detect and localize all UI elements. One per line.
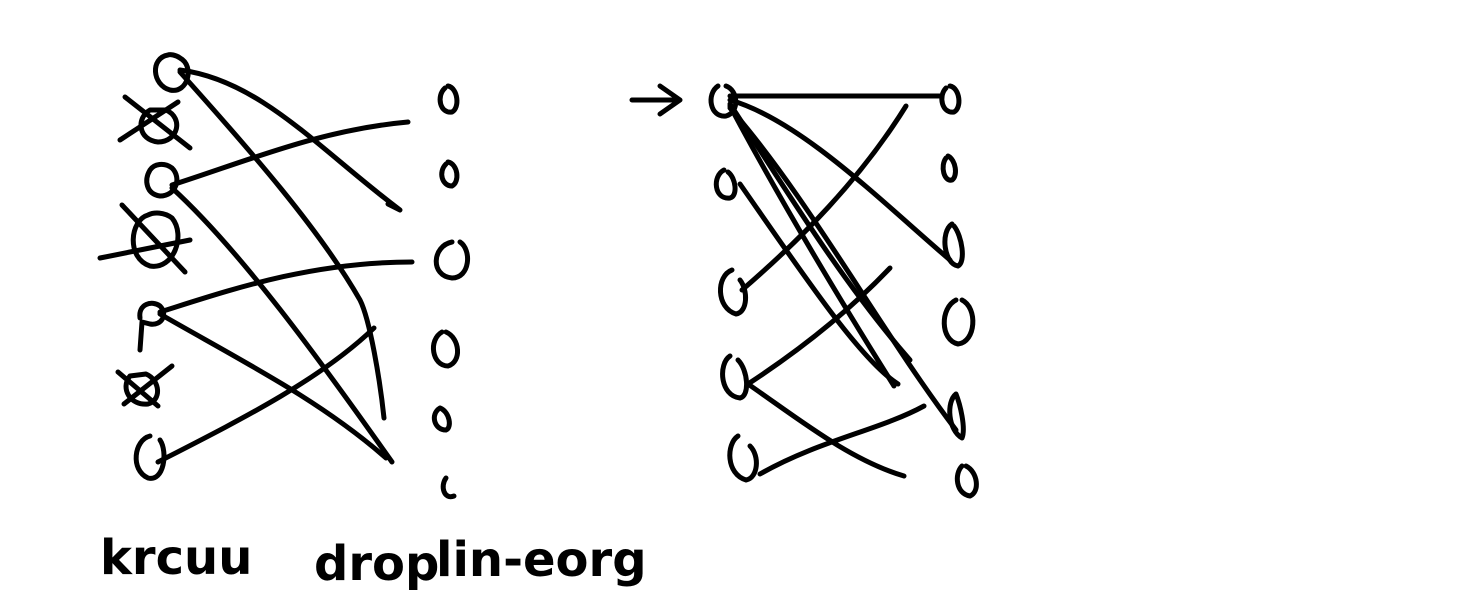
right-graph-node-c3 (718, 267, 748, 317)
right-graph-edge (745, 265, 893, 387)
caption-word-1: krcuu (100, 530, 252, 586)
right-arrow-icon (629, 83, 683, 117)
left-graph-node-a2-cross (117, 94, 193, 151)
left-graph (97, 52, 470, 500)
caption: krcuu drop lin-eorg (100, 530, 647, 592)
left-graph-edge (169, 119, 411, 188)
right-graph-node-c4 (720, 353, 749, 401)
left-graph-node-b6 (440, 475, 457, 500)
left-graph-node-b1 (437, 83, 460, 115)
right-graph-node-c2 (713, 167, 738, 201)
right-graph-edge (739, 103, 909, 293)
left-graph-node-b5 (431, 405, 452, 433)
left-graph-edge (157, 311, 389, 461)
left-graph-node-b4 (431, 329, 460, 369)
right-graph-node-d3 (942, 221, 965, 269)
right-graph-edge (745, 381, 907, 479)
left-graph-node-a4-cross (97, 202, 193, 275)
left-graph-node-b3 (433, 239, 470, 281)
right-graph-node-d6 (954, 463, 979, 499)
left-graph-edge (157, 259, 415, 315)
left-graph-node-a7 (133, 433, 167, 481)
right-graph-node-d4 (941, 297, 976, 347)
right-graph-node-c1 (708, 83, 739, 119)
left-graph-edge (155, 325, 377, 465)
caption-word-3: lin-eorg (436, 532, 647, 588)
left-graph-edge (177, 67, 403, 213)
caption-word-2: drop (314, 536, 439, 592)
right-graph-node-d1 (939, 83, 962, 115)
right-graph-node-c5 (727, 433, 759, 483)
left-graph-edge (169, 185, 395, 465)
left-graph-node-a6-cross (115, 363, 175, 409)
left-graph-edge (177, 69, 387, 421)
left-graph-node-a5 (137, 300, 167, 353)
right-graph-edge (727, 103, 897, 389)
right-graph-node-d5 (947, 391, 966, 441)
right-graph-edge (737, 181, 901, 387)
left-graph-node-b2 (439, 159, 460, 189)
left-graph-node-a2-crossed (138, 107, 180, 145)
right-graph-node-d2 (940, 153, 958, 183)
right-graph-edge (727, 97, 953, 263)
right-graph-edge (757, 403, 927, 477)
right-graph-edge (727, 105, 959, 433)
right-graph (629, 83, 979, 499)
